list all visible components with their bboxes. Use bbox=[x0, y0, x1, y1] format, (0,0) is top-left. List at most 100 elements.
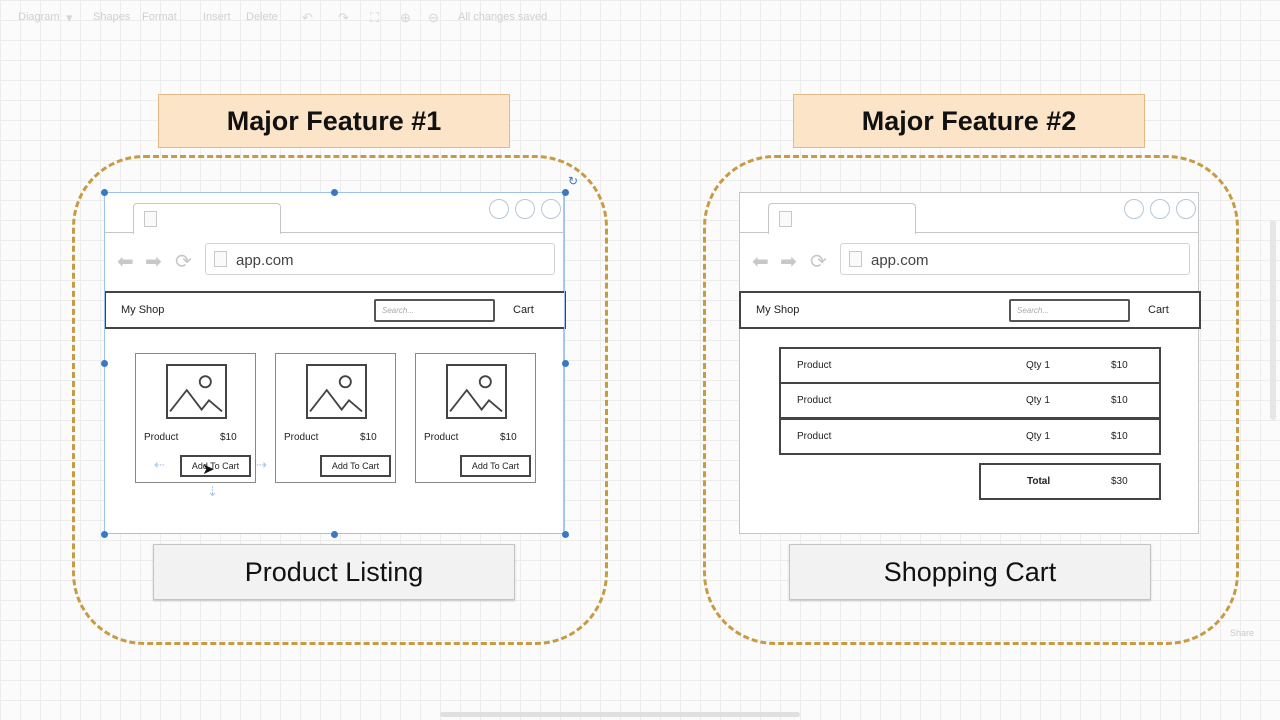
product-card[interactable]: Product $10 Add To Cart bbox=[135, 353, 256, 483]
save-status: All changes saved bbox=[458, 11, 548, 23]
search-placeholder: Search... bbox=[382, 306, 415, 315]
page-icon bbox=[779, 211, 792, 227]
reload-icon[interactable]: ⟳ bbox=[810, 251, 827, 273]
window-control-icon[interactable] bbox=[1150, 199, 1170, 219]
chevron-down-icon: ▾ bbox=[66, 10, 73, 25]
search-placeholder: Search... bbox=[1017, 306, 1050, 315]
cart-link[interactable]: Cart bbox=[513, 304, 534, 316]
product-listing-label[interactable]: Product Listing bbox=[153, 544, 515, 600]
mouse-cursor-icon: ➤ bbox=[202, 461, 215, 478]
cart-item-qty: Qty 1 bbox=[1026, 360, 1050, 371]
cart-item-qty: Qty 1 bbox=[1026, 431, 1050, 442]
search-input[interactable]: Search... bbox=[374, 299, 495, 322]
tab-strip bbox=[105, 193, 563, 234]
cart-row[interactable]: Product Qty 1 $10 bbox=[779, 347, 1161, 384]
window-control-icon[interactable] bbox=[1124, 199, 1144, 219]
page-icon bbox=[849, 251, 862, 267]
cart-item-price: $10 bbox=[1111, 395, 1128, 406]
forward-arrow-icon[interactable]: ➡ bbox=[145, 251, 162, 273]
product-card[interactable]: Product $10 Add To Cart bbox=[275, 353, 396, 483]
cart-item-name: Product bbox=[797, 431, 832, 442]
product-name: Product bbox=[284, 432, 319, 443]
browser-mockup-1[interactable]: ⬅ ➡ ⟳ app.com My Shop Search... Cart Pro… bbox=[104, 192, 566, 534]
resize-handle[interactable] bbox=[101, 189, 108, 196]
window-control-icon[interactable] bbox=[541, 199, 561, 219]
product-price: $10 bbox=[220, 432, 237, 443]
search-input[interactable]: Search... bbox=[1009, 299, 1130, 322]
add-to-cart-button[interactable]: Add To Cart bbox=[320, 455, 391, 477]
connect-arrow-right-icon[interactable]: ⇢ bbox=[256, 457, 267, 472]
product-price: $10 bbox=[500, 432, 517, 443]
product-card[interactable]: Product $10 Add To Cart bbox=[415, 353, 536, 483]
fullscreen-icon[interactable]: ⛶ bbox=[370, 10, 380, 25]
resize-handle[interactable] bbox=[101, 360, 108, 367]
image-placeholder-icon bbox=[166, 364, 227, 419]
shapes-menu[interactable]: Shapes bbox=[93, 11, 131, 23]
add-to-cart-button[interactable]: Add To Cart bbox=[180, 455, 251, 477]
product-name: Product bbox=[144, 432, 179, 443]
page-icon bbox=[214, 251, 227, 267]
shop-navbar: My Shop Search... Cart bbox=[739, 291, 1201, 329]
shopping-cart-label[interactable]: Shopping Cart bbox=[789, 544, 1151, 600]
image-placeholder-icon bbox=[446, 364, 507, 419]
redo-icon[interactable]: ↷ bbox=[338, 10, 349, 25]
browser-mockup-2[interactable]: ⬅ ➡ ⟳ app.com My Shop Search... Cart Pro… bbox=[739, 192, 1201, 534]
resize-handle[interactable] bbox=[331, 531, 338, 538]
window-control-icon[interactable] bbox=[1176, 199, 1196, 219]
resize-handle[interactable] bbox=[331, 189, 338, 196]
url-bar[interactable]: app.com bbox=[840, 243, 1190, 275]
rotate-handle-icon[interactable]: ↻ bbox=[568, 174, 579, 188]
shop-navbar: My Shop Search... Cart bbox=[104, 291, 566, 329]
back-arrow-icon[interactable]: ⬅ bbox=[752, 251, 769, 273]
cart-item-price: $10 bbox=[1111, 431, 1128, 442]
tab-strip bbox=[740, 193, 1198, 234]
vertical-scrollbar[interactable] bbox=[1270, 220, 1276, 420]
resize-handle[interactable] bbox=[562, 189, 569, 196]
total-value: $30 bbox=[1111, 476, 1128, 487]
url-text: app.com bbox=[236, 252, 294, 269]
connect-arrow-left-icon[interactable]: ⇠ bbox=[154, 457, 165, 472]
cart-row[interactable]: Product Qty 1 $10 bbox=[779, 418, 1161, 455]
forward-arrow-icon[interactable]: ➡ bbox=[780, 251, 797, 273]
feature-2-header[interactable]: Major Feature #2 bbox=[793, 94, 1145, 148]
format-menu[interactable]: Format bbox=[142, 11, 177, 23]
url-text: app.com bbox=[871, 252, 929, 269]
image-placeholder-icon bbox=[306, 364, 367, 419]
cart-link[interactable]: Cart bbox=[1148, 304, 1169, 316]
zoom-in-icon[interactable]: ⊕ bbox=[400, 10, 411, 25]
page-icon bbox=[144, 211, 157, 227]
browser-tab[interactable] bbox=[133, 203, 281, 234]
cart-item-name: Product bbox=[797, 360, 832, 371]
undo-icon[interactable]: ↶ bbox=[302, 10, 313, 25]
reload-icon[interactable]: ⟳ bbox=[175, 251, 192, 273]
share-link[interactable]: Share bbox=[1230, 628, 1255, 638]
product-name: Product bbox=[424, 432, 459, 443]
url-bar[interactable]: app.com bbox=[205, 243, 555, 275]
cart-row[interactable]: Product Qty 1 $10 bbox=[779, 382, 1161, 419]
back-arrow-icon[interactable]: ⬅ bbox=[117, 251, 134, 273]
horizontal-scrollbar[interactable] bbox=[440, 712, 800, 717]
cart-item-price: $10 bbox=[1111, 360, 1128, 371]
resize-handle[interactable] bbox=[562, 360, 569, 367]
delete-menu[interactable]: Delete bbox=[246, 11, 278, 23]
shop-name[interactable]: My Shop bbox=[756, 304, 800, 316]
toolbar: Diagram ▾ Shapes Format Insert Delete ↶ … bbox=[0, 0, 1280, 36]
cart-item-qty: Qty 1 bbox=[1026, 395, 1050, 406]
resize-handle[interactable] bbox=[101, 531, 108, 538]
add-to-cart-button[interactable]: Add To Cart bbox=[460, 455, 531, 477]
zoom-out-icon[interactable]: ⊖ bbox=[428, 10, 439, 25]
feature-2-group[interactable] bbox=[703, 155, 1239, 645]
cart-item-name: Product bbox=[797, 395, 832, 406]
window-control-icon[interactable] bbox=[515, 199, 535, 219]
feature-1-header[interactable]: Major Feature #1 bbox=[158, 94, 510, 148]
product-price: $10 bbox=[360, 432, 377, 443]
diagram-menu[interactable]: Diagram bbox=[18, 11, 60, 23]
insert-menu[interactable]: Insert bbox=[203, 11, 231, 23]
browser-tab[interactable] bbox=[768, 203, 916, 234]
cart-total: Total $30 bbox=[979, 463, 1161, 500]
feature-1-group[interactable] bbox=[72, 155, 608, 645]
connect-arrow-down-icon[interactable]: ⇣ bbox=[207, 484, 218, 499]
resize-handle[interactable] bbox=[562, 531, 569, 538]
window-control-icon[interactable] bbox=[489, 199, 509, 219]
shop-name[interactable]: My Shop bbox=[121, 304, 165, 316]
